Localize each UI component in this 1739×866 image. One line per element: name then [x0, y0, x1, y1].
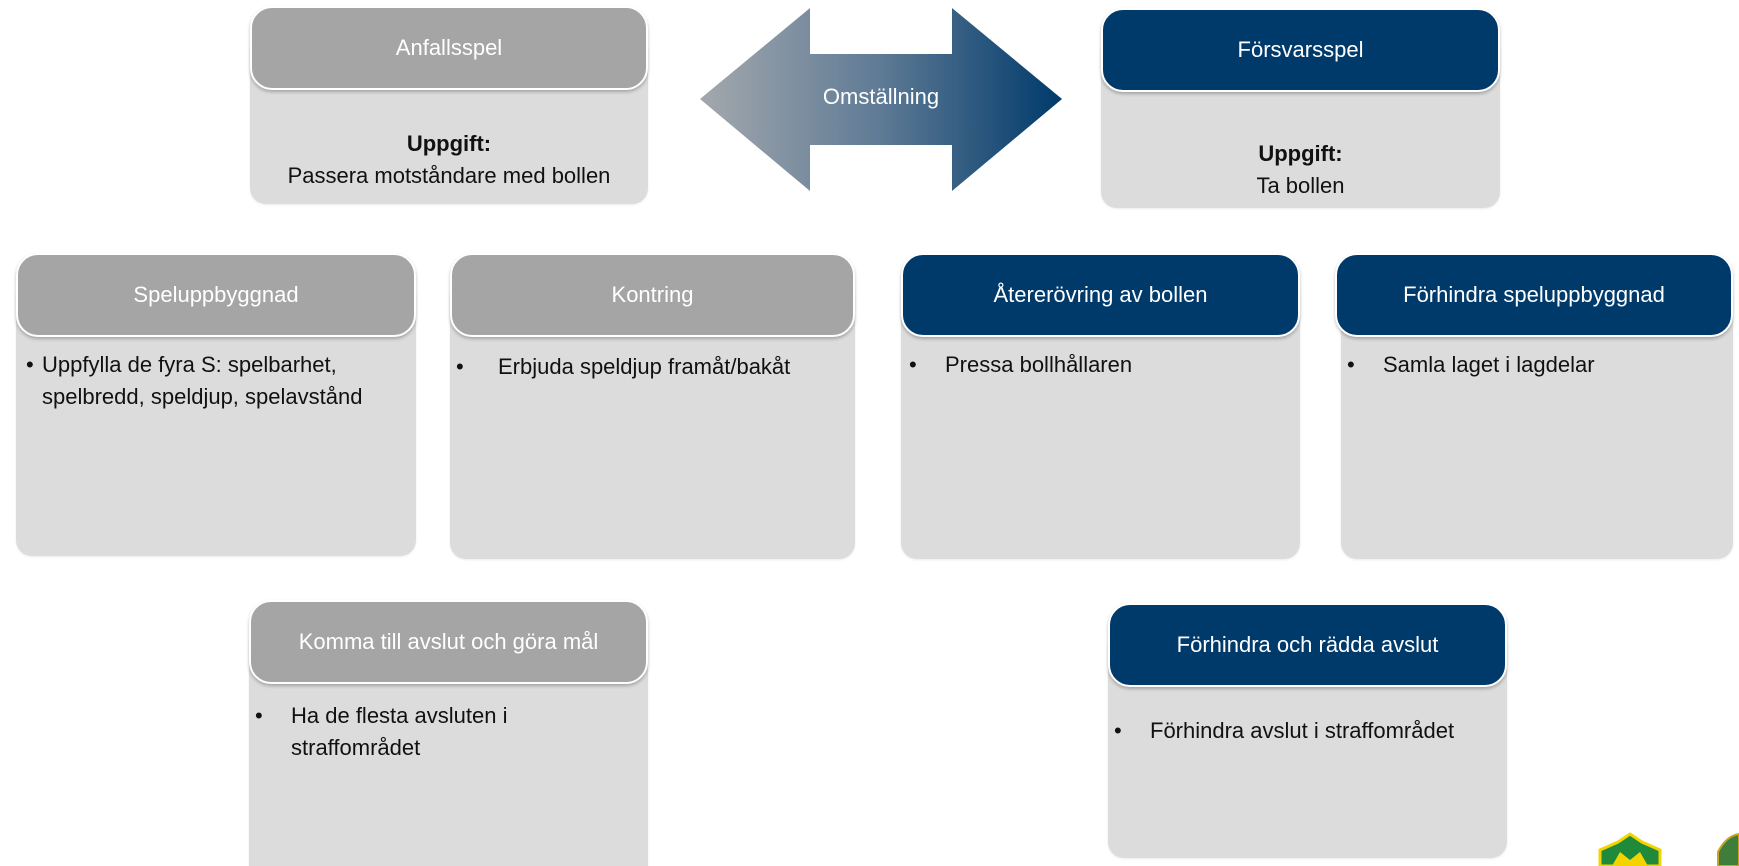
regain-bullet: • Pressa bollhållaren — [909, 349, 1290, 381]
counter-card: Kontring • Erbjuda speldjup framåt/bakåt — [450, 253, 855, 559]
bullet-text: Förhindra avslut i straffområdet — [1150, 718, 1455, 743]
bullet-text: Uppfylla de fyra S: spelbarhet, spelbred… — [42, 352, 363, 409]
bullet-text: Erbjuda speldjup framåt/bakåt — [498, 354, 791, 379]
prevent-buildup-bullet: • Samla laget i lagdelar — [1347, 349, 1723, 381]
defense-card: Försvarsspel Uppgift: Ta bollen — [1101, 8, 1500, 208]
regain-title: Återerövring av bollen — [901, 253, 1300, 337]
finishing-title: Komma till avslut och göra mål — [249, 600, 648, 684]
prevent-shot-title: Förhindra och rädda avslut — [1108, 603, 1507, 687]
task-label: Uppgift: — [1258, 141, 1343, 166]
bullet-marker: • — [255, 703, 263, 728]
task-label: Uppgift: — [406, 131, 492, 156]
finishing-bullet: • Ha de flesta avsluten i straffområdet — [255, 700, 608, 764]
regain-card: Återerövring av bollen • Pressa bollhåll… — [901, 253, 1300, 559]
club-logo-icon — [1598, 832, 1739, 866]
bullet-marker: • — [1347, 352, 1355, 377]
prevent-shot-card: Förhindra och rädda avslut • Förhindra a… — [1108, 603, 1507, 858]
bullet-text: Pressa bollhållaren — [945, 352, 1133, 377]
bullet-marker: • — [909, 352, 917, 377]
offense-task: Uppgift: Passera motståndare med bollen — [250, 128, 648, 192]
finishing-card: Komma till avslut och göra mål • Ha de f… — [249, 600, 648, 866]
bullet-marker: • — [1114, 718, 1122, 743]
counter-title: Kontring — [450, 253, 855, 337]
bullet-marker: • — [26, 352, 34, 377]
bullet-text: Samla laget i lagdelar — [1383, 352, 1595, 377]
transition-label: Omställning — [822, 84, 940, 109]
prevent-shot-bullet: • Förhindra avslut i straffområdet — [1114, 715, 1501, 747]
defense-title: Försvarsspel — [1101, 8, 1500, 92]
offense-card: Anfallsspel Uppgift: Passera motståndare… — [250, 6, 648, 204]
buildup-card: Speluppbyggnad • Uppfylla de fyra S: spe… — [16, 253, 416, 556]
card-body — [901, 293, 1300, 559]
buildup-bullet: • Uppfylla de fyra S: spelbarhet, spelbr… — [26, 349, 406, 413]
card-body — [450, 293, 855, 559]
task-text: Passera motståndare med bollen — [287, 163, 611, 188]
offense-title: Anfallsspel — [250, 6, 648, 90]
buildup-title: Speluppbyggnad — [16, 253, 416, 337]
prevent-buildup-title: Förhindra speluppbyggnad — [1335, 253, 1733, 337]
task-text: Ta bollen — [1256, 173, 1345, 198]
prevent-buildup-card: Förhindra speluppbyggnad • Samla laget i… — [1335, 253, 1733, 559]
bullet-text: Ha de flesta avsluten i straffområdet — [291, 703, 508, 760]
bullet-marker: • — [456, 354, 464, 379]
defense-task: Uppgift: Ta bollen — [1101, 138, 1500, 202]
card-body — [1341, 293, 1733, 559]
double-arrow-icon — [700, 8, 1062, 191]
counter-bullet: • Erbjuda speldjup framåt/bakåt — [456, 351, 845, 383]
